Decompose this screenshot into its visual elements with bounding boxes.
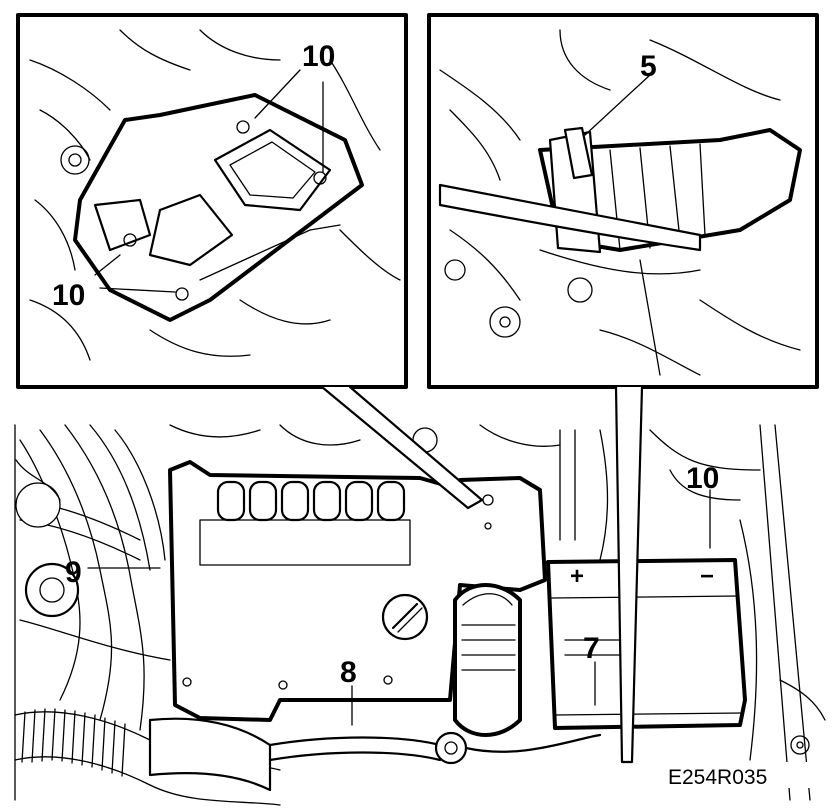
right-bodywork (649, 424, 826, 801)
bottom-hose (148, 717, 272, 792)
callout-8: 8 (340, 656, 357, 689)
figure-code-background (664, 762, 814, 788)
main-engine-bay-view: + − (14, 424, 826, 806)
callout-9: 9 (65, 556, 82, 589)
battery: + − (546, 558, 747, 730)
callout-7: 7 (583, 632, 600, 665)
left-mount (15, 459, 80, 618)
inset-right-background (439, 29, 801, 376)
inset-right-pointer (614, 385, 644, 764)
leader-line (94, 254, 121, 276)
inset-cover-plate (73, 93, 364, 322)
inset-left-background (29, 29, 401, 361)
battery-minus-symbol: − (700, 563, 714, 590)
inset-right-bar (438, 183, 702, 252)
inset-left-pointer (320, 385, 484, 510)
inset-right: 5 (427, 13, 819, 389)
leader-line (99, 287, 176, 293)
engine-cover (168, 460, 547, 722)
callout-10-bottom: 10 (52, 279, 85, 312)
callout-10-top: 10 (302, 40, 335, 73)
callout-5: 5 (640, 50, 657, 83)
leader-line (254, 69, 301, 119)
main-callouts: 10 9 8 7 (65, 462, 719, 726)
lower-hose-bolt (268, 731, 602, 765)
callout-10-main: 10 (686, 462, 719, 495)
oil-filler-cap (381, 593, 429, 641)
figure-code: E254R035 (668, 766, 767, 789)
leader-line (584, 74, 651, 136)
intake-runners (216, 480, 406, 522)
inset-left-frame (16, 13, 408, 389)
air-intake-hose (453, 583, 522, 737)
inset-left: 10 10 (16, 13, 408, 389)
battery-plus-symbol: + (570, 563, 584, 590)
